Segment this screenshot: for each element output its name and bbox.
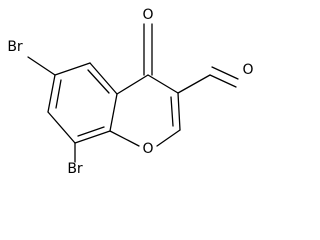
bromine-8-label: Br (67, 161, 83, 177)
double-bond-cho-o (211, 66, 239, 80)
bond-c6-c7 (47, 74, 56, 113)
bond-c5-c6 (54, 62, 91, 76)
benzene-ring (47, 62, 118, 144)
bond-c2-o1 (156, 129, 181, 147)
carbonyl-oxygen-label: O (142, 7, 153, 23)
chemical-structure-diagram: O O O Br Br (7, 7, 253, 177)
bond-c8-c8a (74, 130, 111, 144)
bond-c4a-c5 (89, 62, 118, 95)
bond-c7-c8 (47, 111, 76, 144)
bond-c4-c3 (147, 74, 179, 94)
bond-cho-o (209, 74, 237, 88)
double-bond-c3-c2-inner (170, 96, 174, 127)
double-bond-c4a-c5-inner (87, 69, 110, 94)
aldehyde-group (177, 66, 239, 94)
aldehyde-oxygen-label: O (242, 62, 253, 78)
bond-c4a-c4 (116, 74, 149, 95)
bond-c3-c2 (177, 92, 181, 131)
double-bond-c6-c7-inner (55, 79, 62, 109)
bromine-6-label: Br (7, 39, 23, 55)
bond-c3-cho (177, 74, 211, 94)
bond-c8a-c4a (109, 93, 118, 132)
ring-oxygen-label: O (142, 141, 153, 157)
pyranone-ring (109, 74, 181, 147)
double-bond-c8-c8a-inner (77, 126, 105, 137)
bond-c6-br (27, 56, 56, 76)
ketone-group (143, 23, 153, 76)
bond-o1-c8a (109, 130, 140, 147)
